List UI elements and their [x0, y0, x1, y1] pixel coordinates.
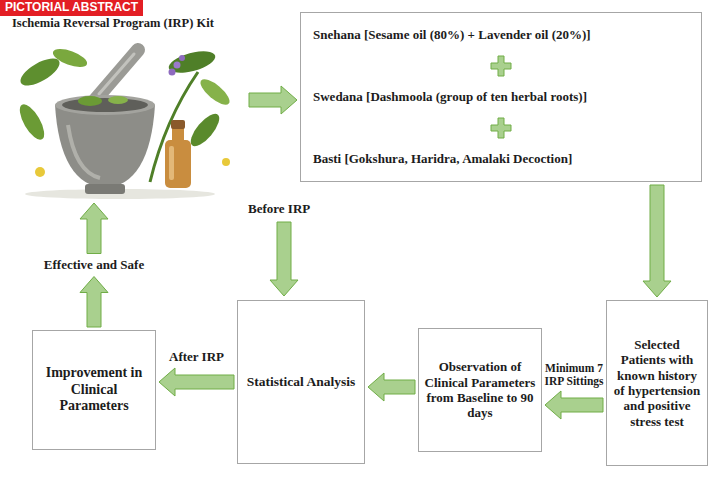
section-badge: PICTORIAL ABSTRACT: [0, 0, 143, 16]
bottle-neck: [172, 128, 184, 142]
edge-label: After IRP: [159, 350, 235, 365]
plus-shape: [491, 56, 511, 76]
lavender-flower: [179, 55, 185, 61]
yellow-flower: [35, 167, 45, 177]
block-arrow: [249, 86, 297, 114]
oil-bottle: [165, 140, 191, 188]
block-arrow: [159, 368, 234, 396]
node-text: Selected Patients with known history of …: [612, 337, 702, 429]
plus-symbol: [490, 55, 512, 77]
leaf: [16, 53, 63, 91]
node-text: Snehana [Sesame oil (80%) + Lavender oil…: [313, 27, 591, 42]
block-arrow: [643, 185, 671, 297]
kit-title: Ischemia Reversal Program (IRP) Kit: [12, 16, 246, 31]
herb: [78, 96, 102, 106]
leaf: [186, 110, 224, 151]
mortar: [55, 105, 155, 188]
connector: [643, 185, 671, 297]
bottle-cork: [171, 120, 185, 129]
herb: [108, 96, 128, 104]
step-label: Before IRP: [248, 202, 310, 217]
pestle: [95, 50, 138, 100]
block-arrow: [270, 222, 298, 296]
block-arrow: [368, 373, 415, 401]
process-box: Observation of Clinical Parameters from …: [418, 328, 542, 452]
connector: [159, 368, 234, 396]
leaf: [166, 47, 217, 77]
edge-label: Minimum 7 IRP Sittings: [544, 362, 604, 388]
process-box: Statistical Analysis: [237, 300, 365, 464]
mortar-rim: [55, 95, 155, 115]
therapy-box: Snehana [Sesame oil (80%) + Lavender oil…: [300, 12, 702, 182]
mortar-base: [85, 184, 125, 194]
mortar-highlight: [68, 125, 100, 178]
node-text: Swedana [Dashmoola (group of ten herbal …: [313, 89, 587, 104]
mortar-inside: [62, 98, 148, 112]
leaf: [197, 75, 234, 109]
node-text: Basti [Gokshura, Haridra, Amalaki Decoct…: [313, 151, 572, 166]
connector: [368, 373, 415, 401]
process-box: Improvement in Clinical Parameters: [32, 330, 156, 450]
lavender-flower: [174, 62, 181, 69]
plus-symbol: [490, 117, 512, 139]
block-arrow: [545, 391, 603, 419]
node-text: Statistical Analysis: [247, 374, 355, 390]
leaf: [51, 45, 90, 70]
edge-label: Effective and Safe: [28, 258, 160, 273]
node-text: Improvement in Clinical Parameters: [38, 365, 150, 415]
block-arrow: [80, 277, 108, 328]
kit-illustration-node: Ischemia Reversal Program (IRP) Kit: [12, 16, 246, 200]
leaf: [15, 101, 49, 144]
process-box: Selected Patients with known history of …: [606, 300, 708, 466]
lavender-flower: [169, 69, 176, 76]
yellow-flower: [222, 158, 230, 166]
node-text: Observation of Clinical Parameters from …: [424, 359, 536, 420]
block-arrow: [80, 203, 108, 254]
bottle-highlight: [169, 146, 174, 180]
connector: [249, 86, 297, 114]
connector: [545, 391, 603, 419]
pestle-highlight: [99, 54, 134, 94]
plus-shape: [491, 118, 511, 138]
